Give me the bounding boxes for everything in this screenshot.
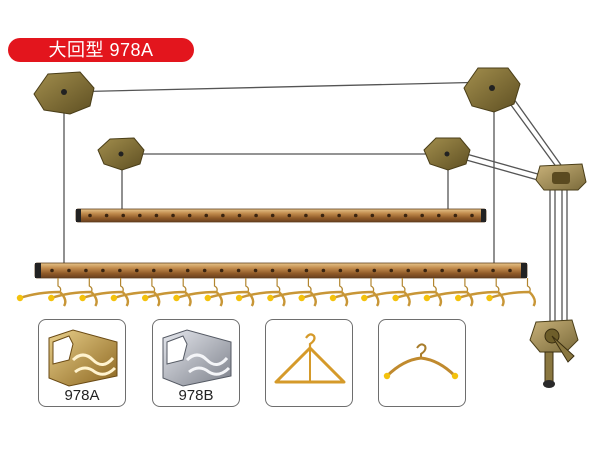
rod-rivet (50, 268, 54, 273)
product-thumb-wide-hanger[interactable] (265, 319, 353, 407)
ceiling-mount-left-small (97, 137, 145, 171)
hanger (142, 278, 192, 307)
hanger (235, 278, 286, 307)
hanger (204, 278, 255, 307)
hanger (79, 278, 130, 307)
hanger (173, 278, 224, 307)
hanger-row (16, 278, 537, 307)
rod-rivet (204, 213, 209, 218)
rod-rivet (135, 268, 139, 273)
rod-rivet (304, 268, 309, 273)
hand-crank-winder (529, 319, 579, 388)
rod-rivet (118, 268, 122, 273)
rod-rivet (370, 213, 375, 218)
rod-rivet (338, 268, 343, 273)
ceiling-mount-right-small (423, 137, 471, 171)
wall-pulley-bracket (535, 163, 587, 191)
rod-rivet (151, 268, 156, 273)
rod-rivet (154, 213, 159, 218)
rod-rivet (138, 213, 142, 218)
rod-rivet (253, 268, 258, 273)
rod-rivet (453, 213, 458, 218)
rod-rivet (84, 268, 88, 273)
product-thumb-978b[interactable]: 978B (152, 319, 240, 407)
wide-hanger-icon (274, 333, 346, 384)
rod-rivet (236, 268, 241, 273)
rod-rivet (270, 213, 275, 218)
rod-rivet (237, 213, 242, 218)
lower-drying-rod (34, 262, 528, 279)
rod-rivet (440, 268, 444, 273)
rod-rivet (470, 213, 474, 218)
hanger (423, 278, 474, 307)
hanger (361, 278, 411, 307)
ceiling-mount-right-large (463, 67, 521, 113)
ceiling-mount-left-large (33, 71, 95, 115)
rod-rivet (171, 213, 175, 218)
hanger (48, 278, 98, 307)
hanger (298, 278, 349, 307)
rod-rivet (474, 268, 478, 273)
upper-drying-rod (75, 208, 487, 223)
hanger (486, 278, 537, 307)
rod-rivet (304, 213, 308, 218)
rod-rivet (491, 268, 495, 273)
rod-rivet (221, 213, 225, 218)
rod-rivet (406, 268, 411, 273)
product-title-badge: 大回型 978A (8, 38, 194, 62)
rod-rivet (168, 268, 173, 273)
product-thumb-978a[interactable]: 978A (38, 319, 126, 407)
hanger (267, 278, 317, 307)
rod-rivet (403, 213, 408, 218)
rod-rivet (355, 268, 360, 273)
rod-rivet (320, 213, 325, 218)
hanger (392, 278, 443, 307)
aluminum-profile-gold-icon (48, 329, 118, 387)
rod-rivet (121, 213, 126, 218)
rod-rivet (353, 213, 358, 218)
rod-rivet (387, 213, 391, 218)
product-label: 978A (64, 387, 100, 404)
rod-rivet (321, 268, 326, 273)
hanger (110, 278, 161, 307)
product-thumb-slim-hanger[interactable] (378, 319, 466, 407)
rod-rivet (219, 268, 224, 273)
rod-rivet (254, 213, 258, 218)
rod-rivet (202, 268, 207, 273)
rod-rivet (185, 268, 190, 273)
rod-rivet (508, 268, 512, 273)
rod-rivet (389, 268, 394, 273)
rod-rivet (67, 268, 71, 273)
cables (63, 81, 568, 325)
hanger (455, 278, 505, 307)
rod-rivet (457, 268, 461, 273)
rod-rivet (436, 213, 441, 218)
rod-rivet (270, 268, 275, 273)
rod-rivet (420, 213, 424, 218)
hanger (329, 278, 380, 307)
rod-rivet (187, 213, 192, 218)
rod-rivet (88, 213, 92, 218)
rod-rivet (101, 268, 105, 273)
rod-rivet (104, 213, 109, 218)
rod-rivet (372, 268, 377, 273)
aluminum-profile-silver-icon (162, 329, 232, 387)
rod-rivet (337, 213, 341, 218)
hanger (16, 278, 67, 307)
product-label: 978B (178, 387, 214, 404)
rod-rivet (287, 213, 292, 218)
slim-hanger-icon (383, 343, 459, 380)
rod-rivet (287, 268, 292, 273)
rod-rivet (423, 268, 427, 273)
